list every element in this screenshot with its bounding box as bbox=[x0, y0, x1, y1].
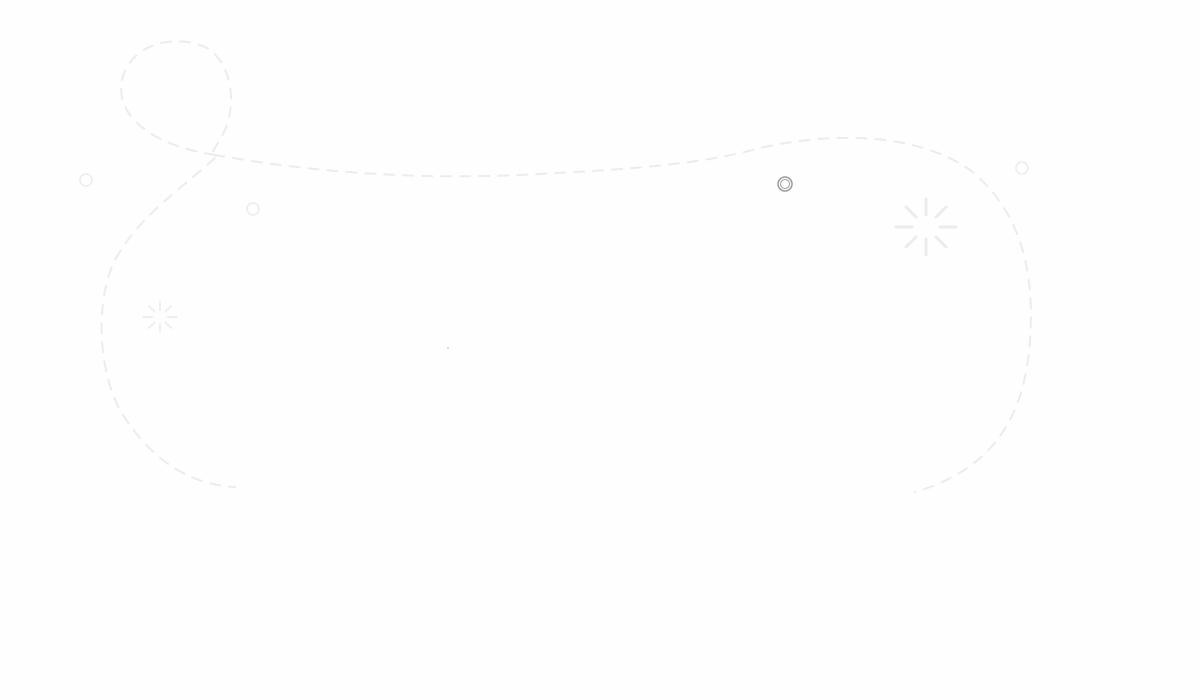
circle-icon bbox=[79, 173, 93, 187]
sparkle-icon bbox=[142, 300, 178, 334]
decorative-dashed-path bbox=[100, 40, 1032, 493]
dot bbox=[446, 346, 450, 350]
circle-icon bbox=[246, 202, 260, 216]
circle-icon bbox=[1015, 161, 1029, 175]
loading-ring-icon bbox=[777, 176, 793, 192]
dashed-loop-path bbox=[120, 40, 1032, 493]
dashed-left-path bbox=[100, 157, 236, 488]
sparkle-icon bbox=[894, 197, 958, 257]
